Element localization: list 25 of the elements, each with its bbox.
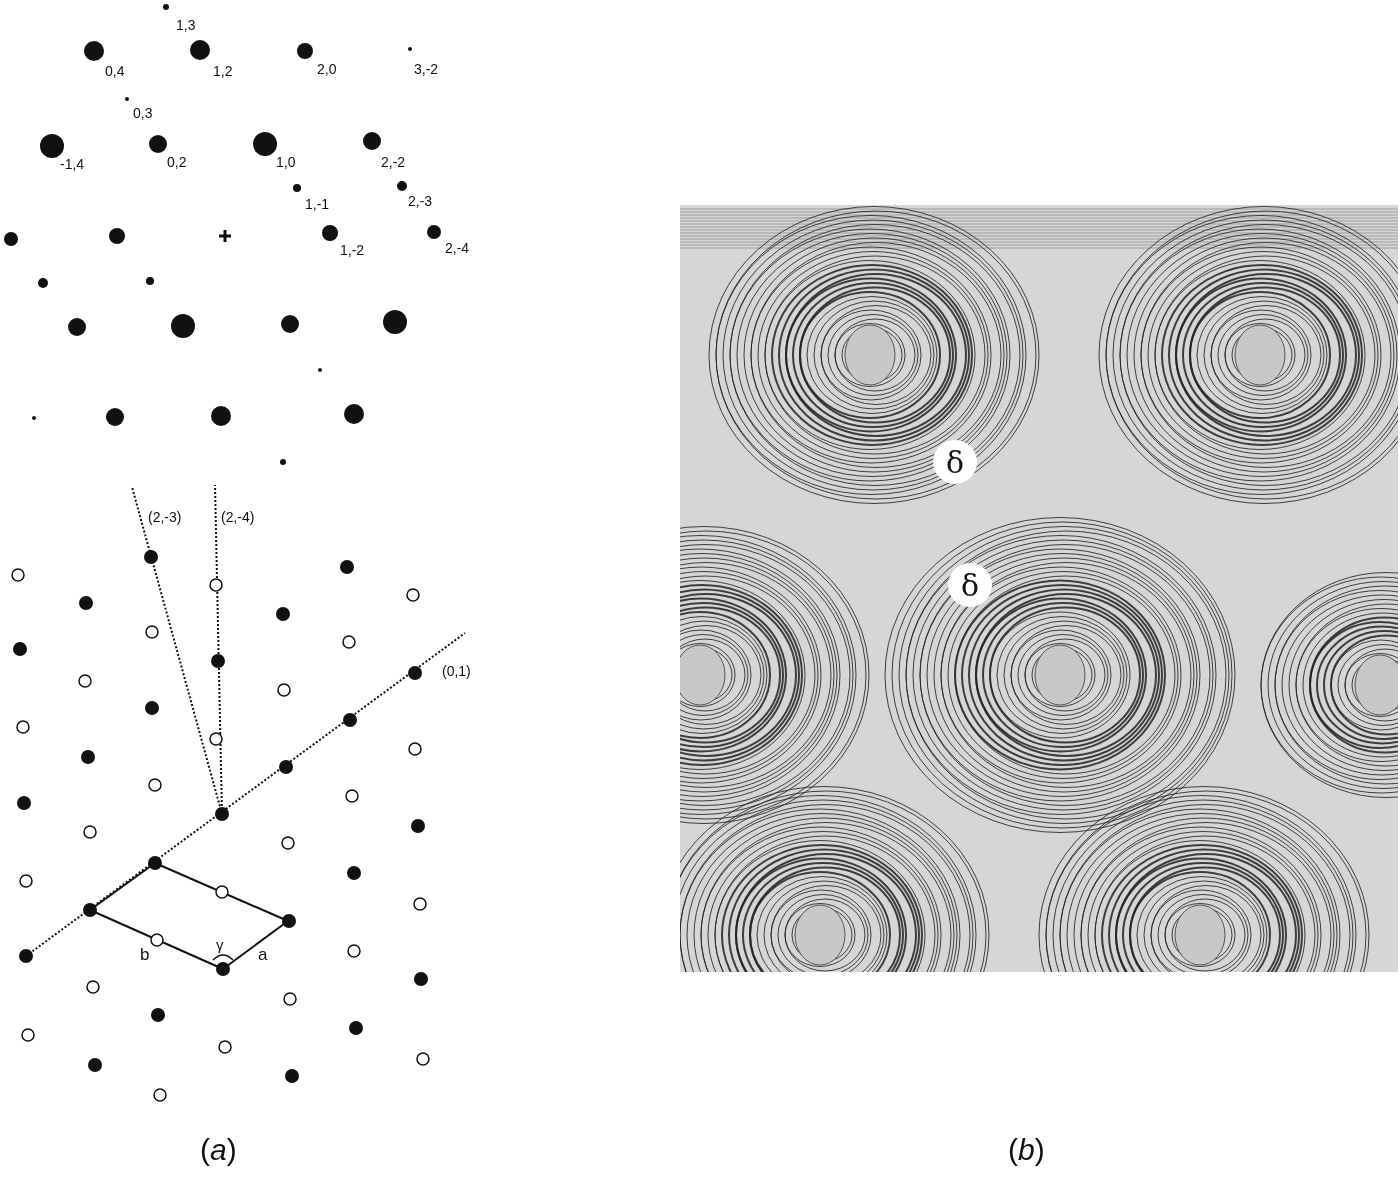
- spot-index: 3,-2: [414, 62, 439, 76]
- spot-index: 0,3: [133, 106, 153, 120]
- lattice-vector-label: b: [140, 946, 150, 963]
- spot-index: 1,-2: [340, 243, 365, 257]
- spot-index: 2,-4: [445, 241, 470, 255]
- direction-label: (2,-4): [221, 510, 255, 524]
- symbol-marker: δ: [948, 563, 992, 607]
- spot-index: 0,4: [105, 64, 125, 78]
- panel-label: (a): [200, 1135, 237, 1165]
- flow-photograph: [680, 205, 1398, 972]
- spot-index: 1,-1: [305, 197, 330, 211]
- direction-label: (2,-3): [148, 510, 182, 524]
- spot-index: 0,2: [167, 155, 187, 169]
- angle-symbol: γ: [216, 937, 224, 952]
- symbol-marker: δ: [933, 440, 977, 484]
- lattice-vector-label: a: [258, 946, 268, 963]
- spot-index: 2,0: [317, 62, 337, 76]
- spot-index: 2,-2: [381, 155, 406, 169]
- panel-label: (b): [1008, 1135, 1045, 1165]
- spot-index: 1,0: [276, 155, 296, 169]
- spot-index: 1,3: [176, 18, 196, 32]
- spot-index: 2,-3: [408, 194, 433, 208]
- spot-index: 1,2: [213, 64, 233, 78]
- direction-label: (0,1): [442, 664, 471, 678]
- spot-index: -1,4: [60, 157, 85, 171]
